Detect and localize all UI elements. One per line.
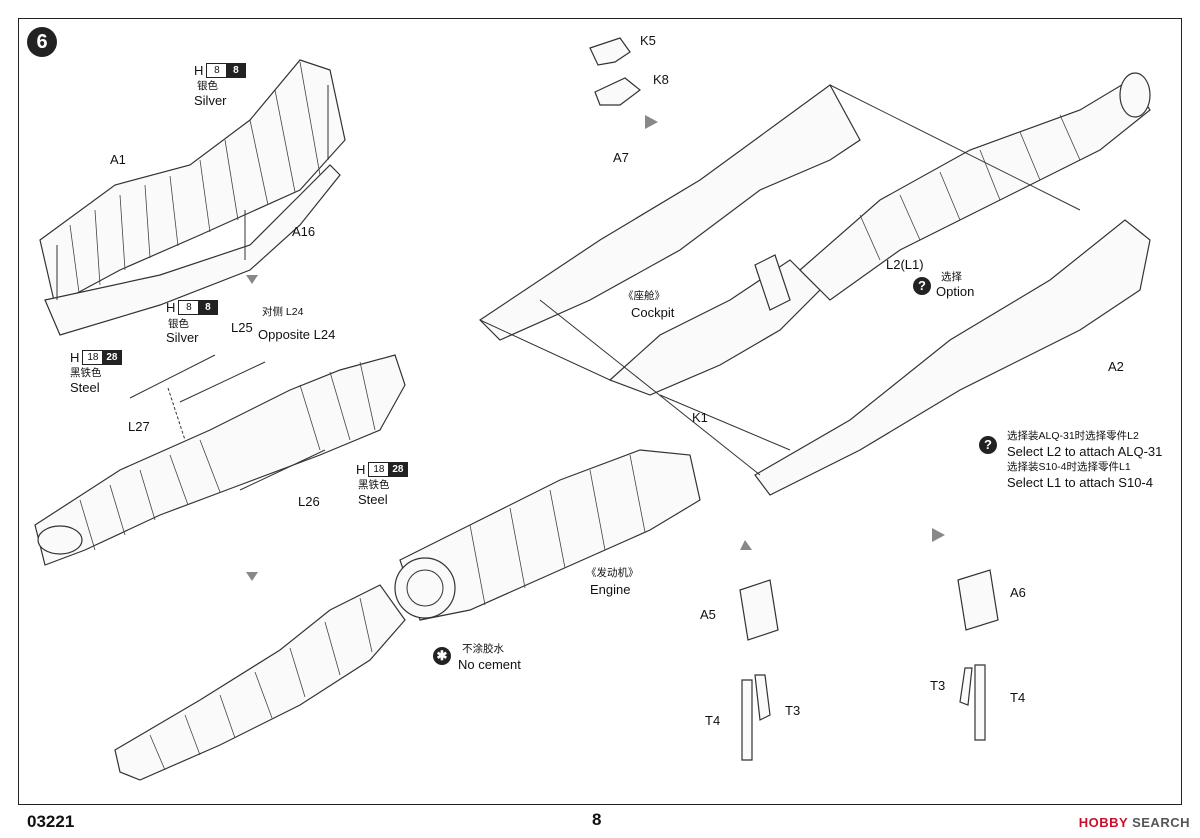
label-a5: A5 [700, 607, 716, 622]
label-no-cement-en: No cement [458, 657, 521, 672]
rod-parts-drawing [129, 354, 326, 491]
label-a7: A7 [613, 150, 629, 165]
watermark-logo: HOBBY SEARCH [1078, 815, 1190, 830]
label-cockpit-cn: 《座舱》 [623, 290, 665, 302]
page-frame [18, 18, 1182, 805]
label-engine-en: Engine [590, 582, 631, 597]
cockpit-drawing [608, 254, 821, 396]
label-option-cn: 选择 [941, 271, 962, 283]
paint-silver-2-en: Silver [166, 330, 199, 345]
label-l2l1: L2(L1) [886, 257, 924, 272]
assembly-arrow-icon [246, 115, 945, 581]
paint-steel-2-en: Steel [358, 492, 388, 507]
paint-silver-1-en: Silver [194, 93, 227, 108]
page-number: 8 [592, 810, 602, 829]
note-2-en: Select L1 to attach S10-4 [1007, 475, 1153, 490]
label-k8: K8 [653, 72, 669, 87]
lower-intake-drawing [114, 584, 406, 781]
part-a16-drawing [44, 164, 341, 336]
label-l27: L27 [128, 419, 150, 434]
label-t3-a: T3 [785, 703, 801, 718]
label-k1: K1 [692, 410, 708, 425]
fuselage-a2-drawing [754, 219, 1151, 496]
kit-code: 03221 [27, 812, 75, 831]
label-a16: A16 [292, 224, 316, 239]
parts-k5-k8-drawing [589, 37, 641, 106]
label-l24-cn: 对侧 L24 [262, 306, 304, 318]
label-l25: L25 [231, 320, 253, 335]
seat-parts-drawing [739, 569, 999, 761]
label-engine-cn: 《发动机》 [586, 567, 639, 579]
step-number-badge: 6 [27, 27, 57, 57]
engine-upper-drawing [799, 72, 1151, 301]
label-k5: K5 [640, 33, 656, 48]
no-cement-icon: ✱ [433, 647, 451, 665]
fuselage-a7-drawing [479, 84, 861, 341]
label-l26: L26 [298, 494, 320, 509]
label-t4-a: T4 [705, 713, 721, 728]
label-l24-en: Opposite L24 [258, 327, 336, 342]
paint-steel-1-cn: 黑铁色 [70, 367, 102, 379]
label-a1: A1 [110, 152, 126, 167]
label-cockpit-en: Cockpit [631, 305, 675, 320]
note-1-cn: 选择装ALQ-31时选择零件L2 [1007, 430, 1139, 442]
label-a2: A2 [1108, 359, 1124, 374]
part-a1-drawing [39, 59, 346, 306]
label-t4-b: T4 [1010, 690, 1026, 705]
paint-steel-1-en: Steel [70, 380, 100, 395]
label-no-cement-cn: 不涂胶水 [462, 643, 504, 655]
paint-steel-2-cn: 黑铁色 [358, 479, 390, 491]
label-a6: A6 [1010, 585, 1026, 600]
engine-drawing [394, 449, 701, 621]
label-option-en: Option [936, 284, 975, 299]
label-t3-b: T3 [930, 678, 946, 693]
paint-silver-1-cn: 银色 [197, 80, 218, 92]
note-1-en: Select L2 to attach ALQ-31 [1007, 444, 1163, 459]
note-2-cn: 选择装S10-4时选择零件L1 [1007, 461, 1131, 473]
intake-assembly-drawing [34, 354, 406, 566]
paint-silver-2-cn: 银色 [168, 318, 189, 330]
question-circle-icon: ? [913, 277, 931, 295]
question-circle-icon: ? [979, 436, 997, 454]
